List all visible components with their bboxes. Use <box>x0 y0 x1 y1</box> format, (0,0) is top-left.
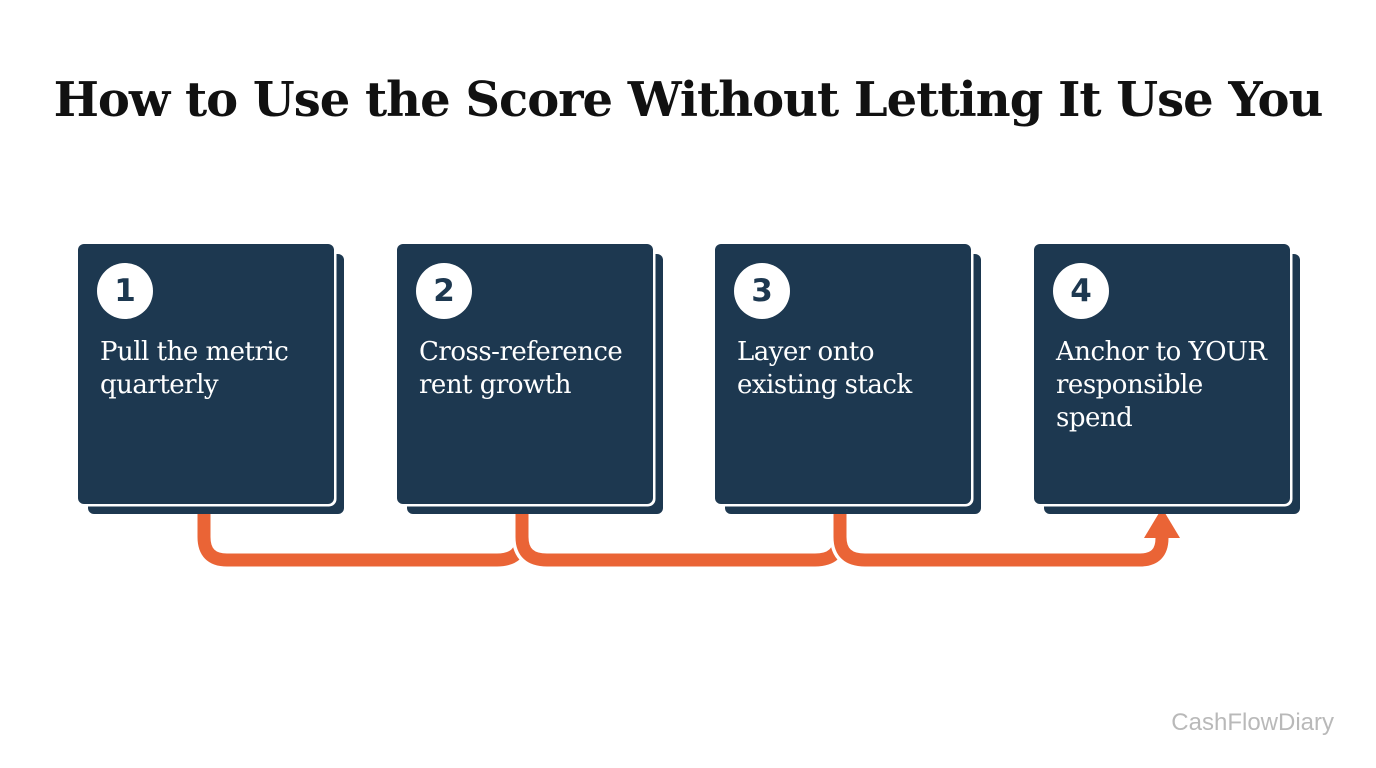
step-card-body: 1 Pull the metric quarterly <box>78 244 334 504</box>
step-card-2: 2 Cross-reference rent growth <box>397 244 663 514</box>
step-card-body: 2 Cross-reference rent growth <box>397 244 653 504</box>
step-card-body: 3 Layer onto existing stack <box>715 244 971 504</box>
step-number-badge: 2 <box>416 263 472 319</box>
step-card-3: 3 Layer onto existing stack <box>715 244 981 514</box>
arrowhead-icon <box>1144 508 1180 538</box>
step-card-1: 1 Pull the metric quarterly <box>78 244 344 514</box>
step-label: Layer onto existing stack <box>737 337 912 400</box>
step-card-4: 4 Anchor to YOUR responsible spend <box>1034 244 1300 514</box>
brand-watermark: CashFlowDiary <box>1171 709 1334 736</box>
step-card-body: 4 Anchor to YOUR responsible spend <box>1034 244 1290 504</box>
step-number-badge: 4 <box>1053 263 1109 319</box>
page-title: How to Use the Score Without Letting It … <box>53 72 1324 128</box>
step-label: Anchor to YOUR responsible spend <box>1056 337 1267 433</box>
step-number-badge: 1 <box>97 263 153 319</box>
step-number-badge: 3 <box>734 263 790 319</box>
step-label: Pull the metric quarterly <box>100 337 289 400</box>
step-label: Cross-reference rent growth <box>419 337 623 400</box>
